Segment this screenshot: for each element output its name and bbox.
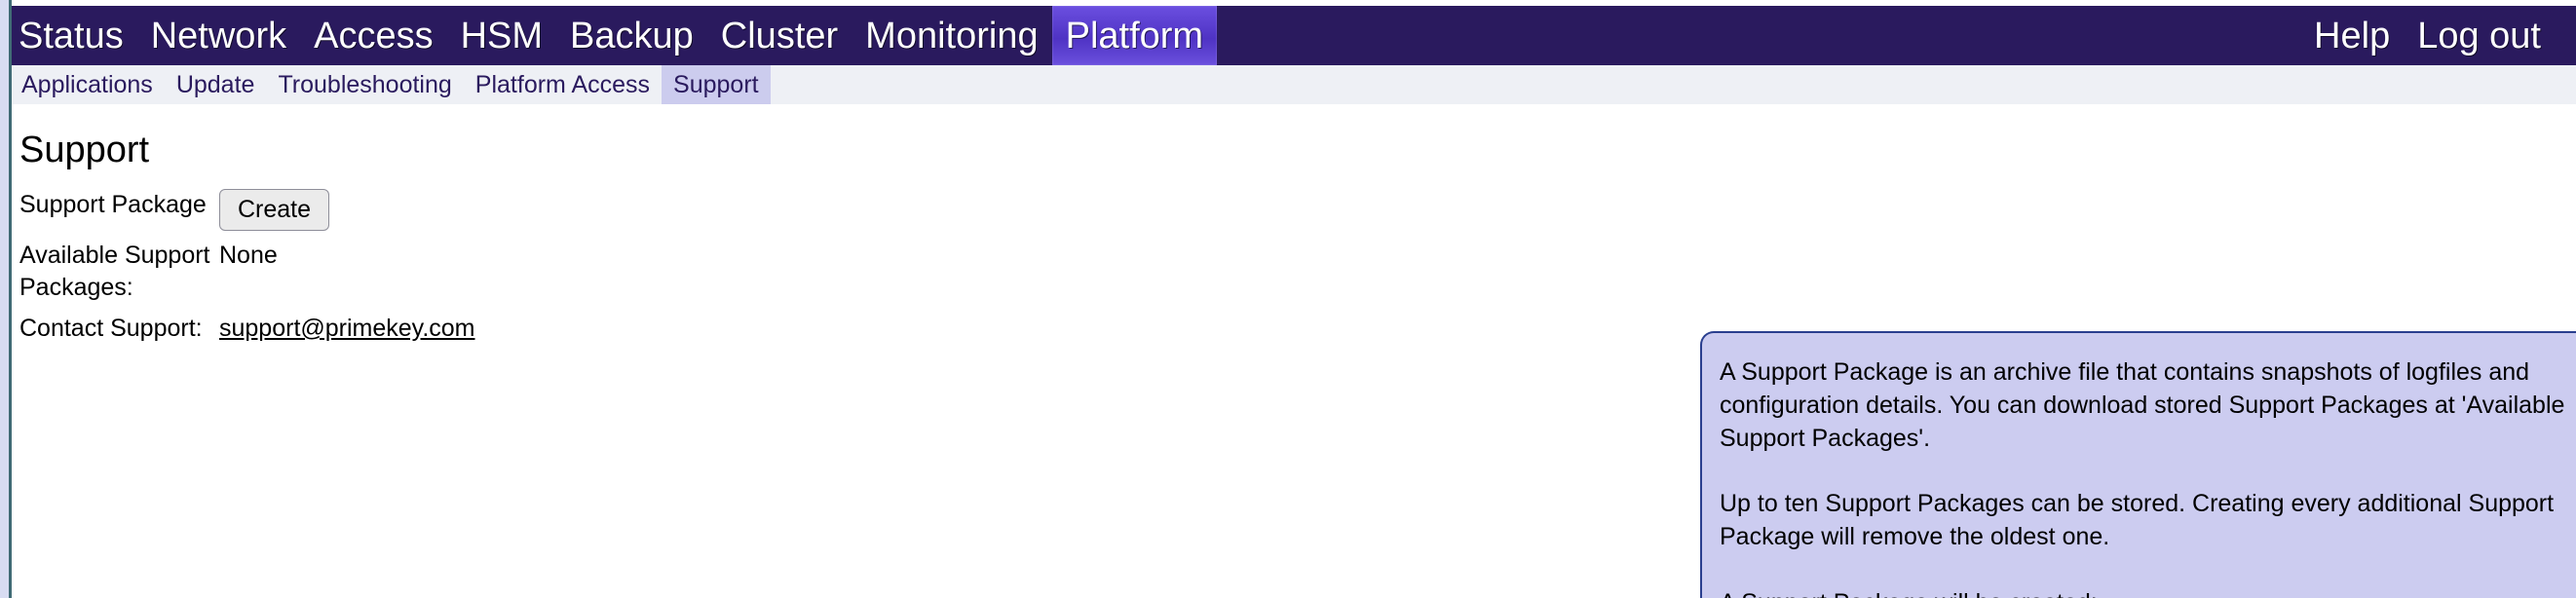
secondary-navigation-bar: Applications Update Troubleshooting Plat… [12, 65, 2576, 104]
left-page-gutter [0, 0, 9, 598]
support-package-info-panel: A Support Package is an archive file tha… [1700, 331, 2576, 598]
main-content: Support Support Package Create Available… [12, 104, 2576, 598]
nav-item-backup[interactable]: Backup [570, 15, 694, 56]
form-row-support-package: Support Package Create [19, 186, 818, 231]
create-support-package-button[interactable]: Create [219, 189, 330, 231]
subnav-item-applications[interactable]: Applications [21, 70, 153, 98]
value-available-support-packages: None [219, 242, 278, 269]
subnav-item-support[interactable]: Support [662, 65, 771, 104]
page-title: Support [19, 130, 150, 170]
nav-item-access[interactable]: Access [314, 15, 434, 56]
nav-item-monitoring[interactable]: Monitoring [865, 15, 1039, 56]
nav-item-status[interactable]: Status [19, 15, 124, 56]
info-paragraph-3: A Support Package will be created: [1720, 587, 2566, 598]
support-email-link[interactable]: support@primekey.com [219, 315, 475, 342]
primary-navigation-bar: Status Network Access HSM Backup Cluster… [9, 6, 2576, 65]
value-support-package: Create [219, 186, 818, 231]
nav-item-network[interactable]: Network [150, 15, 287, 56]
left-page-rule [9, 0, 12, 598]
subnav-item-platform-access[interactable]: Platform Access [474, 70, 651, 98]
nav-item-platform[interactable]: Platform [1051, 6, 1218, 65]
info-paragraph-2: Up to ten Support Packages can be stored… [1720, 490, 2555, 550]
form-row-available-packages: Available Support Packages: None [19, 237, 818, 304]
label-contact-support: Contact Support: [19, 315, 203, 342]
nav-item-help[interactable]: Help [2314, 15, 2391, 56]
primary-nav-items: Status Network Access HSM Backup Cluster… [9, 6, 1218, 65]
nav-item-log-out[interactable]: Log out [2417, 15, 2541, 56]
label-support-package: Support Package [19, 191, 207, 218]
nav-item-hsm[interactable]: HSM [460, 15, 544, 56]
primary-nav-utility-items: Help Log out [2300, 6, 2576, 65]
subnav-item-troubleshooting[interactable]: Troubleshooting [278, 70, 452, 98]
info-paragraph-1: A Support Package is an archive file tha… [1720, 358, 2565, 452]
support-form: Support Package Create Available Support… [19, 186, 818, 351]
subnav-item-update[interactable]: Update [175, 70, 255, 98]
label-available-support-packages: Available Support Packages: [19, 242, 210, 301]
value-contact-support: support@primekey.com [219, 310, 818, 345]
nav-item-cluster[interactable]: Cluster [720, 15, 839, 56]
form-row-contact-support: Contact Support: support@primekey.com [19, 310, 818, 345]
